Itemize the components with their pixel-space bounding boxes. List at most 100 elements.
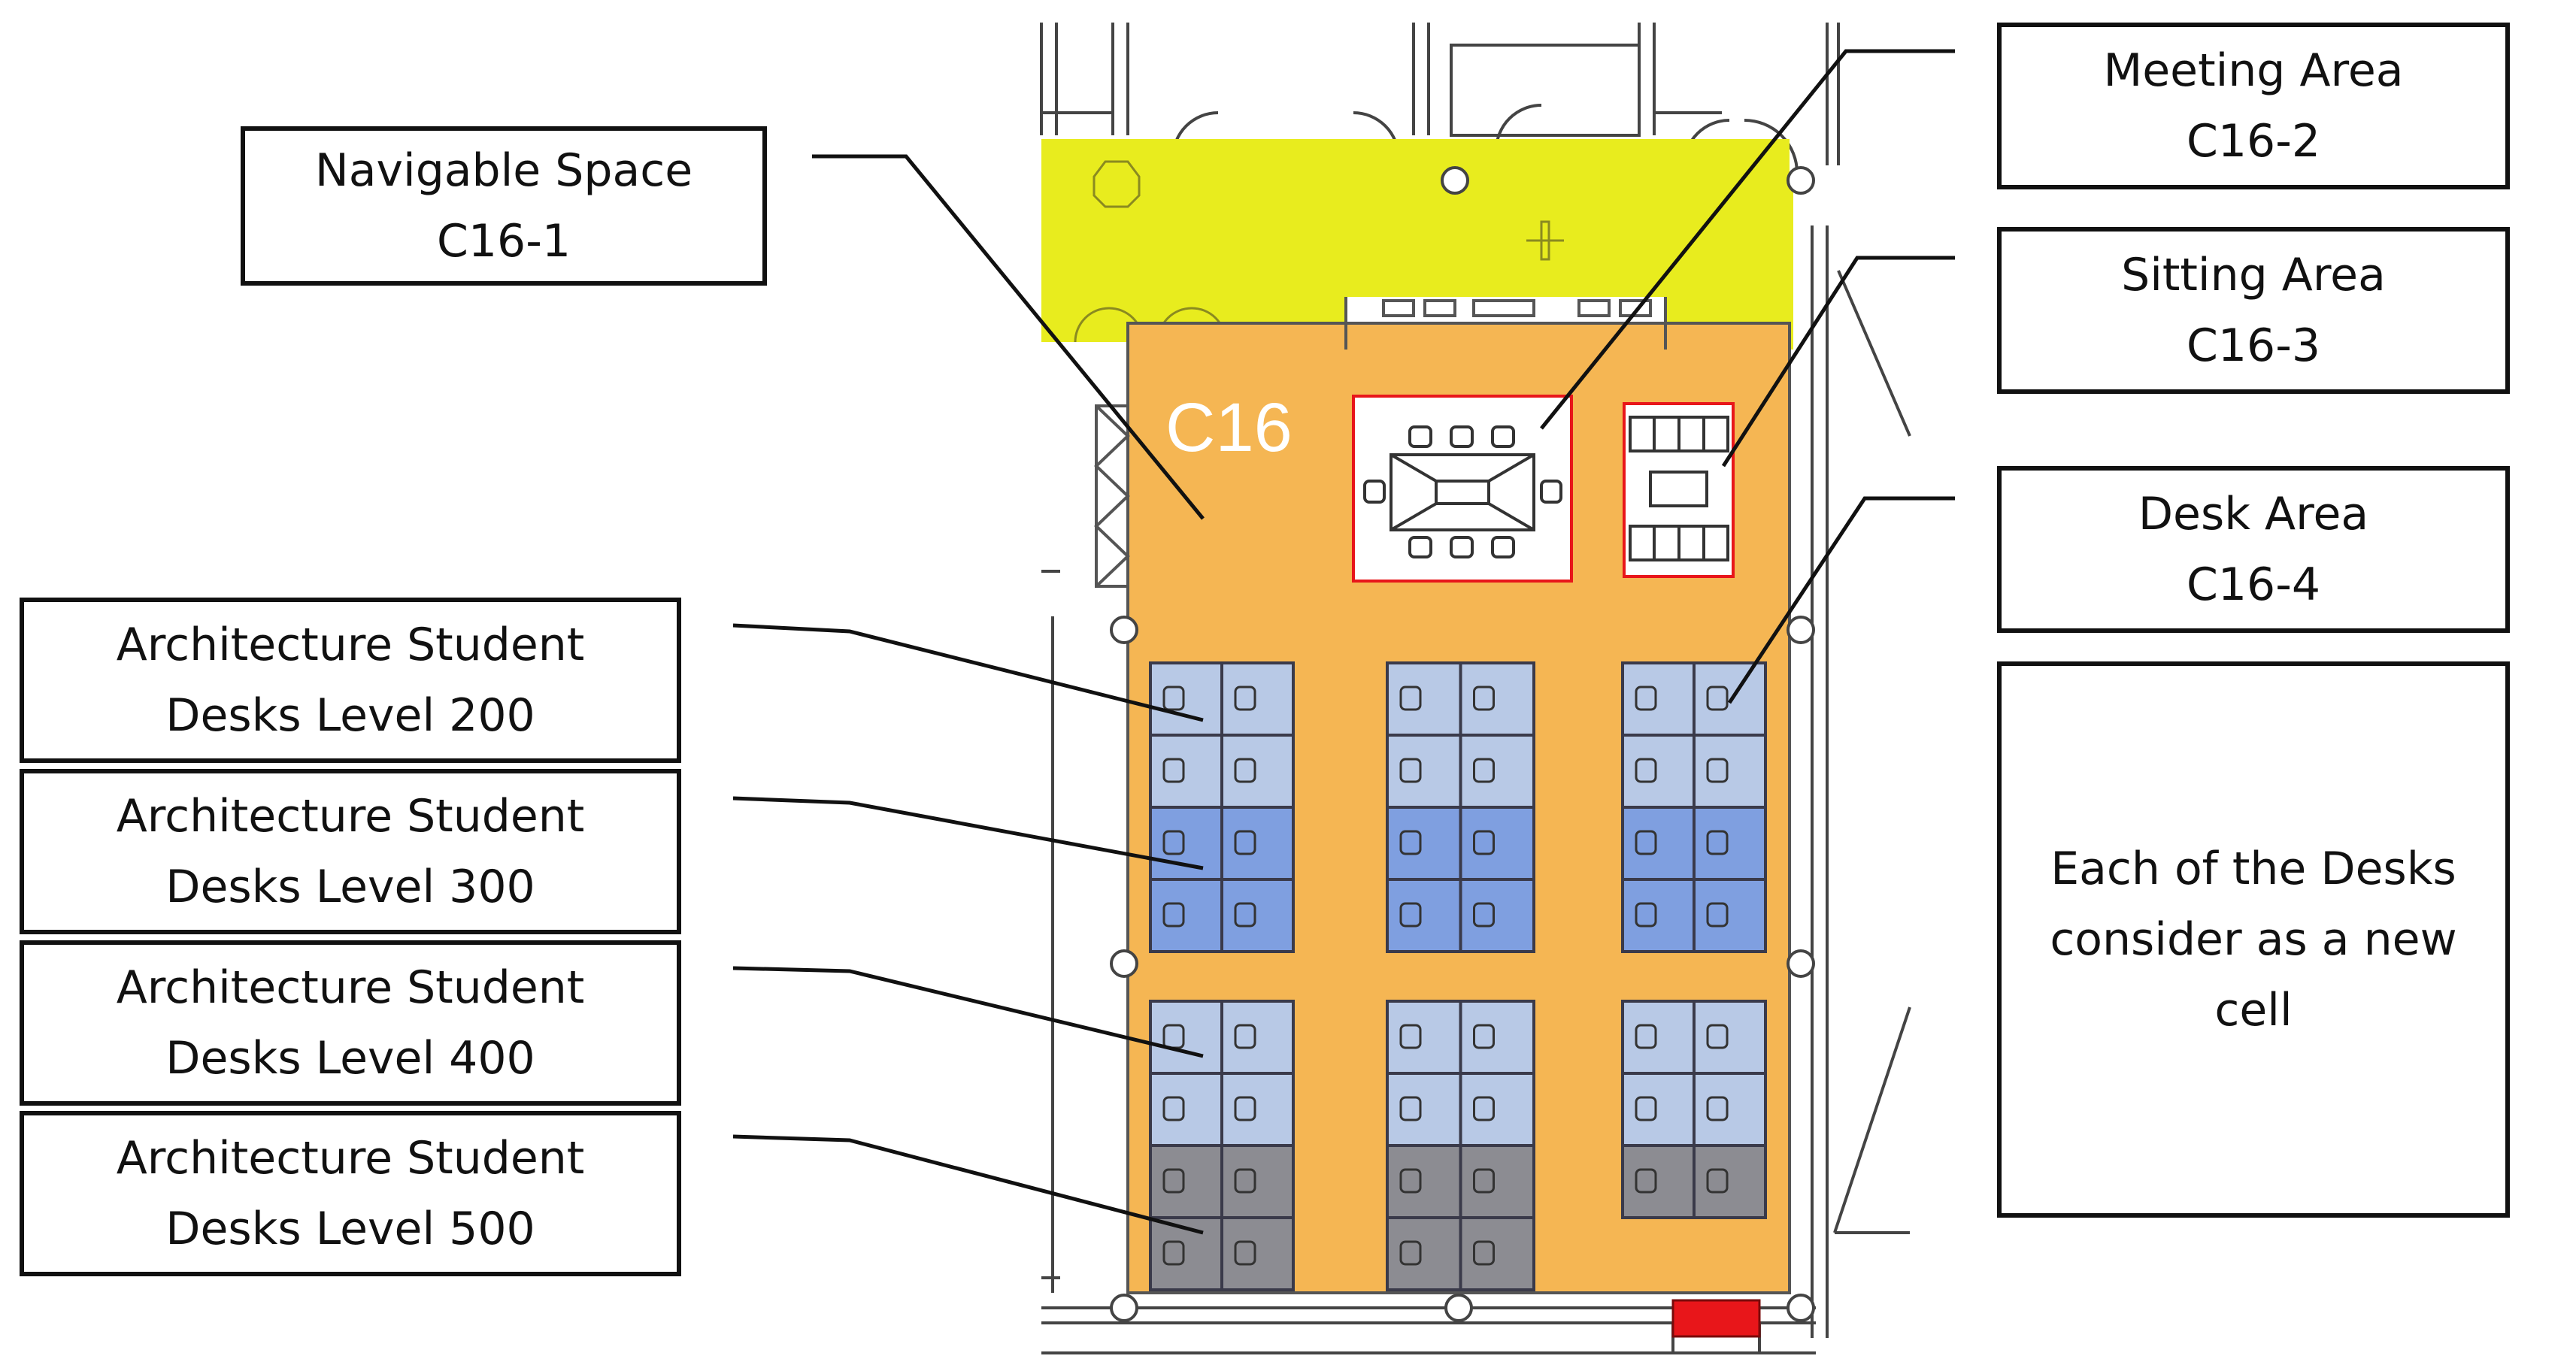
callout-meeting-title: Meeting Area [2103,44,2404,97]
desk-chair-icon [1399,1240,1422,1266]
desk-cell [1386,1000,1462,1075]
callout-navigable-space: Navigable Space C16-1 [241,126,767,286]
desk-chair-icon [1706,686,1729,711]
desk-cell [1459,1000,1535,1075]
desk-chair-icon [1635,1168,1657,1194]
desk-cell [1220,806,1295,881]
desk-cell [1220,734,1295,809]
callout-level-200: Architecture Student Desks Level 200 [20,598,681,763]
desk-cell [1459,1072,1535,1147]
desk-chair-icon [1635,830,1657,855]
desk-cell [1220,1144,1295,1219]
desk-chair-icon [1234,758,1256,783]
desk-chair-icon [1234,1168,1256,1194]
desk-cell [1459,1216,1535,1291]
desk-cell [1621,734,1696,809]
desk-cell [1386,1144,1462,1219]
callout-level400-line1: Architecture Student [116,961,585,1014]
callout-level300-line2: Desks Level 300 [165,861,535,913]
callout-level200-line2: Desks Level 200 [165,689,535,742]
callout-level400-line2: Desks Level 400 [165,1032,535,1085]
desk-chair-icon [1473,1168,1495,1194]
callout-desk-title: Desk Area [2138,488,2369,540]
desk-cell [1220,878,1295,953]
desk-cell [1386,1216,1462,1291]
desk-chair-icon [1234,686,1256,711]
desk-cell [1149,734,1223,809]
desk-chair-icon [1473,1024,1495,1049]
desk-chair-icon [1234,830,1256,855]
leader-level500 [732,1134,1204,1235]
desk-cell [1149,1000,1223,1075]
leader-navigable [812,154,1205,520]
desk-cell [1459,1144,1535,1219]
desk-cell [1693,1144,1767,1219]
desk-chair-icon [1234,1240,1256,1266]
leader-desk [1727,496,1955,704]
desk-cell [1693,806,1767,881]
desk-chair-icon [1162,1240,1185,1266]
desk-chair-icon [1399,1024,1422,1049]
leader-lines [732,49,1955,1235]
desk-cell [1459,734,1535,809]
callout-sitting-code: C16-3 [2186,319,2321,372]
desk-cell [1621,661,1696,737]
desk-cell [1386,1072,1462,1147]
desk-cell [1459,806,1535,881]
desk-chair-icon [1473,758,1495,783]
leader-meeting [1540,49,1955,430]
desk-chair-icon [1706,902,1729,928]
desk-cell [1220,661,1295,737]
desk-cell [1621,806,1696,881]
room-label: C16 [1165,389,1293,466]
desk-cell [1621,878,1696,953]
desk-chair-icon [1473,902,1495,928]
callout-level-300: Architecture Student Desks Level 300 [20,769,681,934]
desk-chair-icon [1399,1168,1422,1194]
callout-desk-area: Desk Area C16-4 [1997,466,2510,633]
leader-level400 [732,966,1204,1058]
desk-cell [1386,661,1462,737]
desk-chair-icon [1635,902,1657,928]
desk-chair-icon [1399,902,1422,928]
callout-sitting-title: Sitting Area [2121,249,2386,301]
callout-note-line1: Each of the Desks [2050,843,2456,895]
callout-note-line2: consider as a new [2050,913,2457,966]
desk-cell [1386,878,1462,953]
desk-chair-icon [1234,1096,1256,1121]
desk-cell [1693,878,1767,953]
callout-meeting-code: C16-2 [2186,115,2321,168]
desk-chair-icon [1399,686,1422,711]
navigable-space-corridor [1041,139,1793,350]
desk-chair-icon [1635,758,1657,783]
desk-chair-icon [1473,686,1495,711]
leader-sitting [1721,256,1955,468]
desk-cell [1621,1144,1696,1219]
desk-chair-icon [1162,902,1185,928]
desk-cell [1459,878,1535,953]
desk-chair-icon [1706,1168,1729,1194]
desk-cell [1149,1072,1223,1147]
desk-cell [1386,806,1462,881]
desk-cell [1693,1072,1767,1147]
callout-navigable-title: Navigable Space [314,144,693,197]
desk-cell [1149,806,1223,881]
desk-cell [1149,878,1223,953]
callout-meeting-area: Meeting Area C16-2 [1997,23,2510,189]
desk-area [1149,661,1767,1291]
callout-level200-line1: Architecture Student [116,619,585,671]
desk-cell [1386,734,1462,809]
desk-chair-icon [1399,758,1422,783]
desk-chair-icon [1473,830,1495,855]
desk-cell [1149,661,1223,737]
desk-chair-icon [1706,758,1729,783]
desk-chair-icon [1706,1024,1729,1049]
desk-cell [1621,1072,1696,1147]
desk-chair-icon [1635,686,1657,711]
room-inner-walls [1094,297,1791,1294]
desk-cell [1149,1144,1223,1219]
desk-cell [1220,1216,1295,1291]
desk-chair-icon [1635,1024,1657,1049]
callout-sitting-area: Sitting Area C16-3 [1997,227,2510,394]
